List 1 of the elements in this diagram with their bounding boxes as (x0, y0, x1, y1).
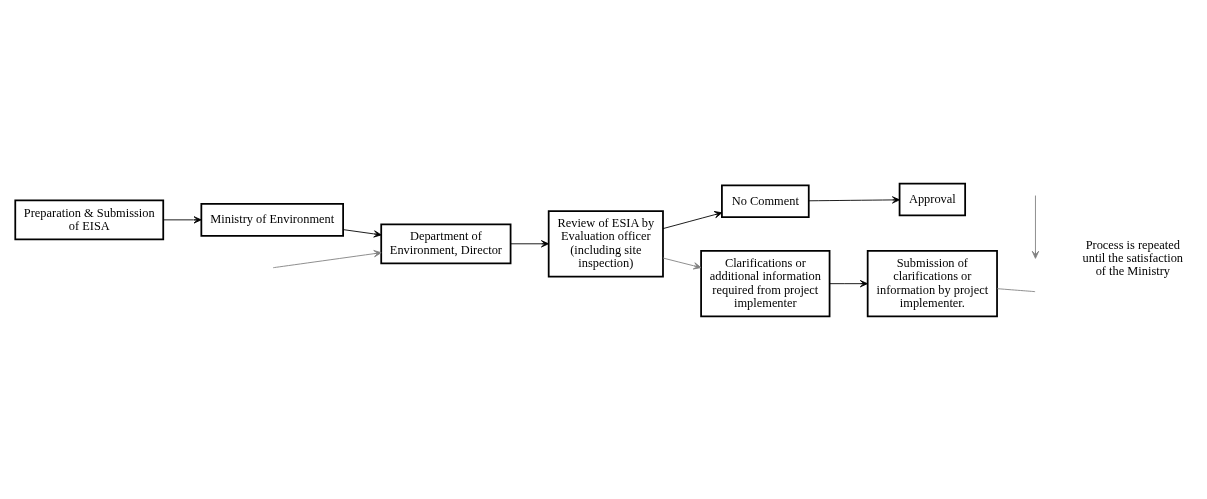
legend-label: Process is repeated until the satisfaction of the Ministry (1082, 237, 1184, 278)
